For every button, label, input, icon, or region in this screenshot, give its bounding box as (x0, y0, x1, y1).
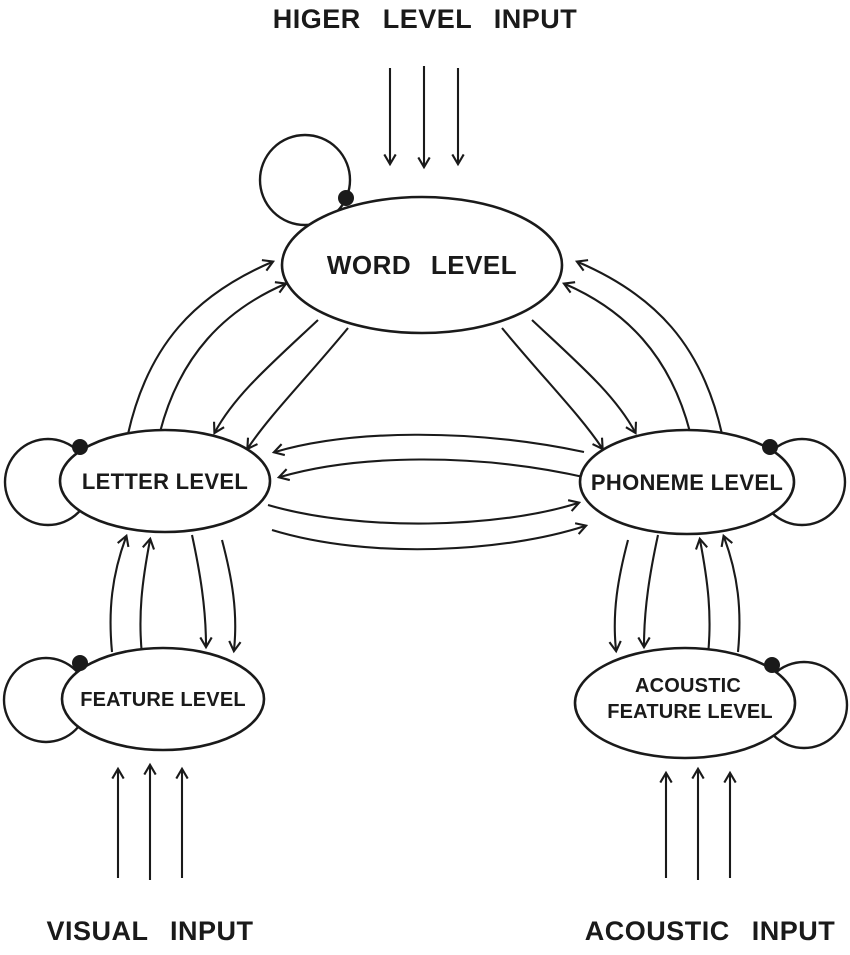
phoneme-acoustic-feature-connections (608, 533, 741, 656)
visual-input-label: VISUAL INPUT (46, 916, 253, 946)
arrow-word-to-phoneme-2 (501, 327, 604, 451)
phoneme-level-inhibition-dot (762, 439, 778, 455)
arrow-acoustic-feature-to-phoneme-1 (720, 533, 741, 653)
arrow-letter-to-phoneme-2 (271, 522, 589, 551)
arrow-phoneme-to-word-1 (574, 259, 724, 435)
arrow-acoustic-feature-to-phoneme-2 (695, 536, 711, 656)
acoustic-feature-level-inhibition-dot (764, 657, 780, 673)
phoneme-level-label: PHONEME LEVEL (591, 470, 783, 495)
word-level-label: WORD LEVEL (327, 250, 517, 280)
arrow-word-to-phoneme-1 (531, 319, 637, 435)
arrow-phoneme-to-letter-2 (276, 458, 589, 482)
higher-input-arrows (383, 66, 465, 170)
word-level-node (280, 195, 564, 335)
arrow-word-to-letter-1 (213, 319, 319, 435)
acoustic-feature-level-label-line1: ACOUSTIC (635, 675, 741, 697)
word-phoneme-connections (501, 259, 724, 451)
letter-level-inhibition-dot (72, 439, 88, 455)
arrow-phoneme-to-acoustic-feature-1 (637, 534, 660, 650)
arrow-phoneme-to-acoustic-feature-2 (608, 539, 630, 654)
feature-level-node (60, 646, 266, 752)
phoneme-level-node (578, 428, 796, 536)
arrow-phoneme-to-letter-1 (271, 433, 585, 457)
arrow-letter-to-phoneme-1 (267, 499, 582, 525)
higher-level-input-label: HIGER LEVEL INPUT (273, 4, 578, 34)
acoustic-input-label: ACOUSTIC INPUT (585, 916, 836, 946)
arrow-feature-to-letter-1 (109, 533, 130, 653)
visual-input-arrows (111, 762, 189, 880)
feature-level-inhibition-dot (72, 655, 88, 671)
arrow-letter-to-feature-2 (220, 539, 242, 654)
word-letter-connections (126, 259, 349, 451)
word-level-inhibition-dot (338, 190, 354, 206)
arrow-phoneme-to-word-2 (561, 281, 692, 433)
acoustic-input-arrows (659, 766, 737, 880)
feature-level-label: FEATURE LEVEL (80, 689, 246, 711)
letter-level-node (58, 428, 272, 534)
arrow-letter-to-word-1 (126, 259, 276, 435)
letter-level-label: LETTER LEVEL (82, 469, 248, 494)
letter-feature-connections (109, 533, 242, 656)
arrow-letter-to-feature-1 (190, 534, 213, 650)
acoustic-feature-level-label-line2: FEATURE LEVEL (607, 701, 773, 723)
word-level-self-loop (258, 133, 352, 227)
arrow-word-to-letter-2 (246, 327, 349, 451)
letter-phoneme-connections (267, 433, 589, 551)
acoustic-feature-level-node (573, 646, 797, 760)
arrow-feature-to-letter-2 (139, 536, 155, 656)
arrow-letter-to-word-2 (158, 281, 289, 433)
